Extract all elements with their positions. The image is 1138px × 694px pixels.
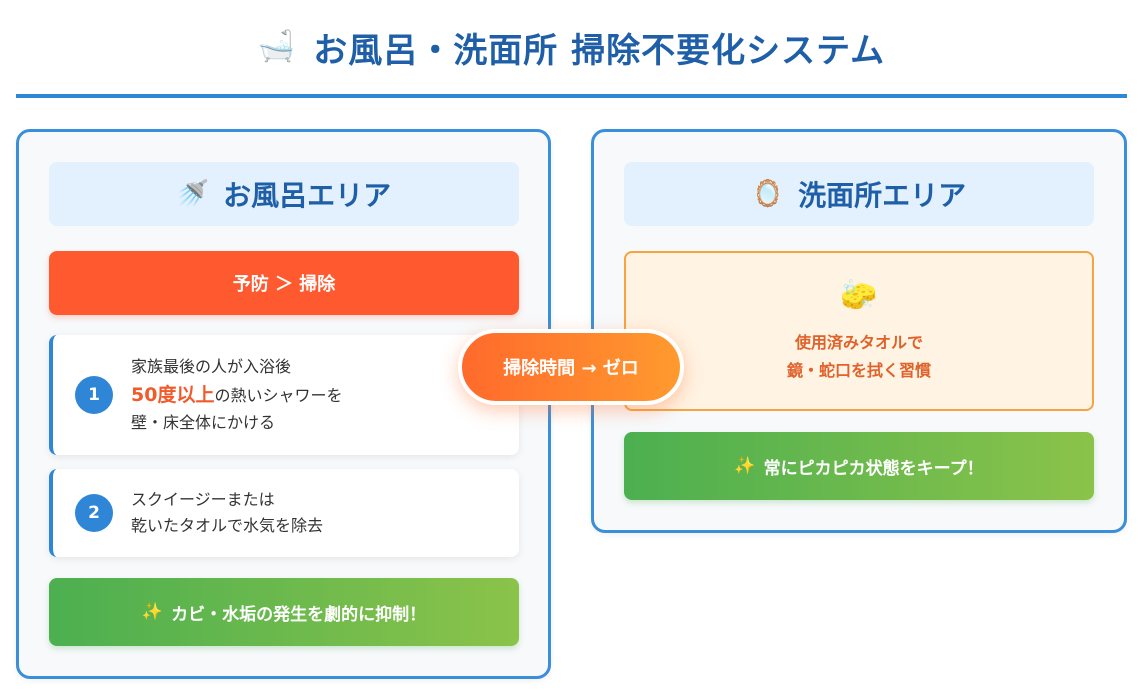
towel-habit-box: 🧽 使用済みタオルで 鏡・蛇口を拭く習慣 (624, 251, 1094, 411)
towel-habit-line-2: 鏡・蛇口を拭く習慣 (786, 360, 931, 380)
bath-area-title: お風呂エリア (223, 179, 392, 212)
sponge-icon: 🧽 (840, 278, 878, 314)
step-card-2: 2 スクイージーまたは 乾いたタオルで水気を除去 (49, 469, 519, 557)
step-number-badge: 1 (75, 376, 113, 414)
bath-result-banner: ✨ カビ・水垢の発生を劇的に抑制！ (49, 578, 519, 646)
sparkles-icon: ✨ (734, 456, 756, 476)
prevention-banner: 予防 ＞ 掃除 (49, 251, 519, 315)
step-card-1: 1 家族最後の人が入浴後 50度以上の熱いシャワーを 壁・床全体にかける (49, 335, 519, 455)
bathtub-icon: 🛁 (257, 29, 296, 64)
page-header: 🛁 お風呂・洗面所 掃除不要化システム (16, 0, 1127, 98)
washroom-area-header: 🪞 洗面所エリア (624, 162, 1094, 226)
step-1-line-2-rest: の熱いシャワーを (214, 385, 343, 405)
step-2-line-1: スクイージーまたは (131, 490, 275, 510)
bath-area-header: 🚿 お風呂エリア (49, 162, 519, 226)
washroom-result-text: 常にピカピカ状態をキープ！ (763, 458, 984, 479)
sparkles-icon: ✨ (141, 602, 164, 622)
step-number-badge: 2 (75, 494, 113, 532)
page-title: お風呂・洗面所 掃除不要化システム (313, 30, 886, 71)
mirror-icon: 🪞 (751, 179, 785, 209)
bath-area-panel: 🚿 お風呂エリア 予防 ＞ 掃除 1 家族最後の人が入浴後 50度以上の熱いシャ… (16, 129, 551, 679)
washroom-area-panel: 🪞 洗面所エリア 🧽 使用済みタオルで 鏡・蛇口を拭く習慣 ✨ 常にピカピカ状態… (591, 129, 1127, 533)
step-2-text: スクイージーまたは 乾いたタオルで水気を除去 (131, 487, 323, 538)
washroom-area-title: 洗面所エリア (798, 179, 967, 212)
towel-habit-line-1: 使用済みタオルで (794, 333, 923, 353)
temperature-highlight: 50度以上 (131, 383, 215, 406)
washroom-result-banner: ✨ 常にピカピカ状態をキープ！ (624, 432, 1094, 500)
shower-icon: 🚿 (176, 179, 210, 209)
step-1-line-1: 家族最後の人が入浴後 (131, 357, 292, 377)
cleaning-time-zero-badge: 掃除時間 → ゼロ (458, 329, 684, 405)
step-1-line-2: 50度以上の熱いシャワーを (131, 380, 342, 410)
step-1-line-3: 壁・床全体にかける (131, 413, 276, 433)
step-1-text: 家族最後の人が入浴後 50度以上の熱いシャワーを 壁・床全体にかける (131, 354, 342, 436)
bath-result-text: カビ・水垢の発生を劇的に抑制！ (171, 604, 427, 625)
step-2-line-2: 乾いたタオルで水気を除去 (131, 516, 324, 535)
